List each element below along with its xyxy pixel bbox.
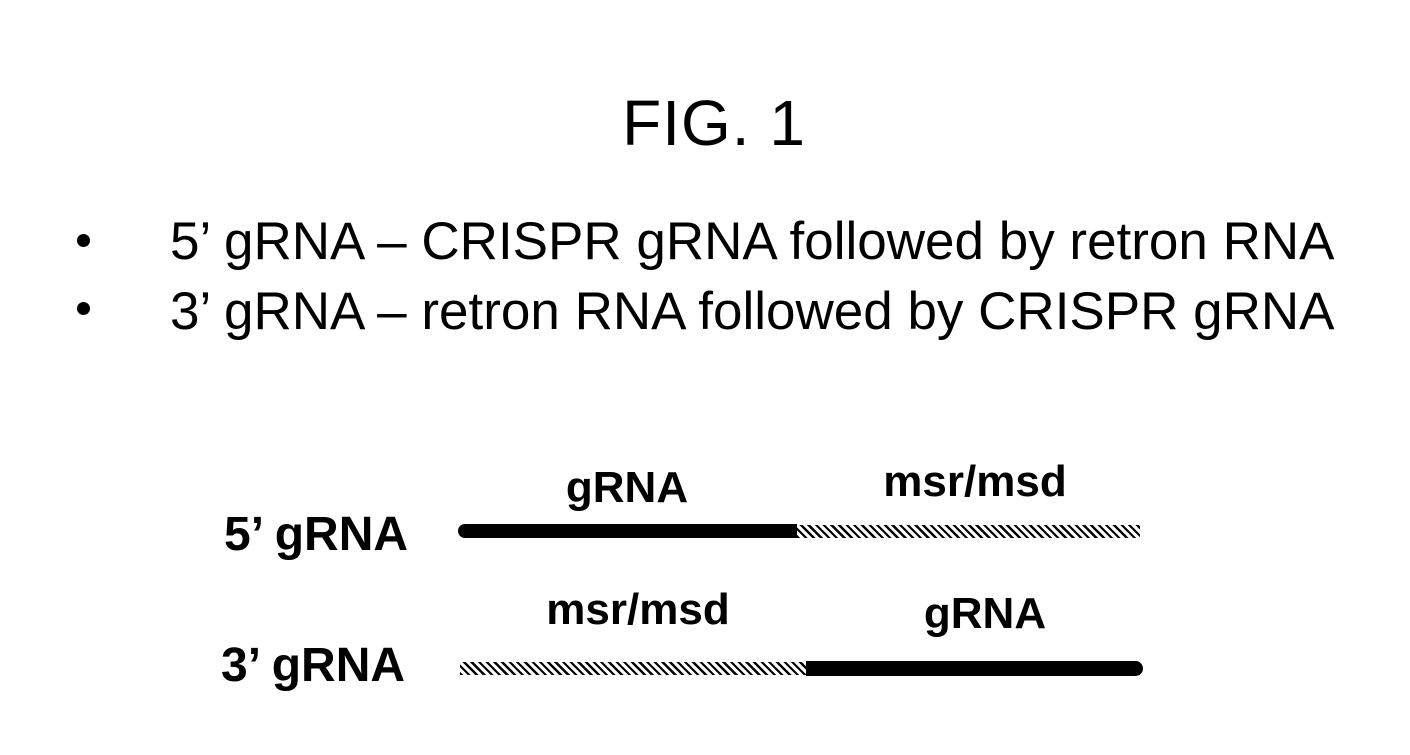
bar-solid-grna — [806, 661, 1143, 676]
row-label-3prime: 3’ gRNA — [221, 639, 406, 692]
segment-label-grna: gRNA — [923, 589, 1047, 638]
segment-label-msrmsd: msr/msd — [546, 585, 730, 634]
bar-hatched-msrmsd — [460, 662, 806, 675]
bullet-text-5prime: 5’ gRNA – CRISPR gRNA followed by retron… — [170, 212, 1335, 271]
segment-label-msrmsd: msr/msd — [883, 457, 1067, 506]
row-label-5prime: 5’ gRNA — [224, 508, 409, 561]
bullet-dot — [77, 234, 90, 247]
bullet-text-3prime: 3’ gRNA – retron RNA followed by CRISPR … — [170, 282, 1335, 341]
bullet-dot — [77, 302, 90, 315]
figure-title: FIG. 1 — [622, 87, 806, 159]
bar-solid-grna — [458, 524, 797, 538]
segment-label-grna: gRNA — [565, 463, 689, 512]
bar-hatched-msrmsd — [797, 525, 1140, 538]
